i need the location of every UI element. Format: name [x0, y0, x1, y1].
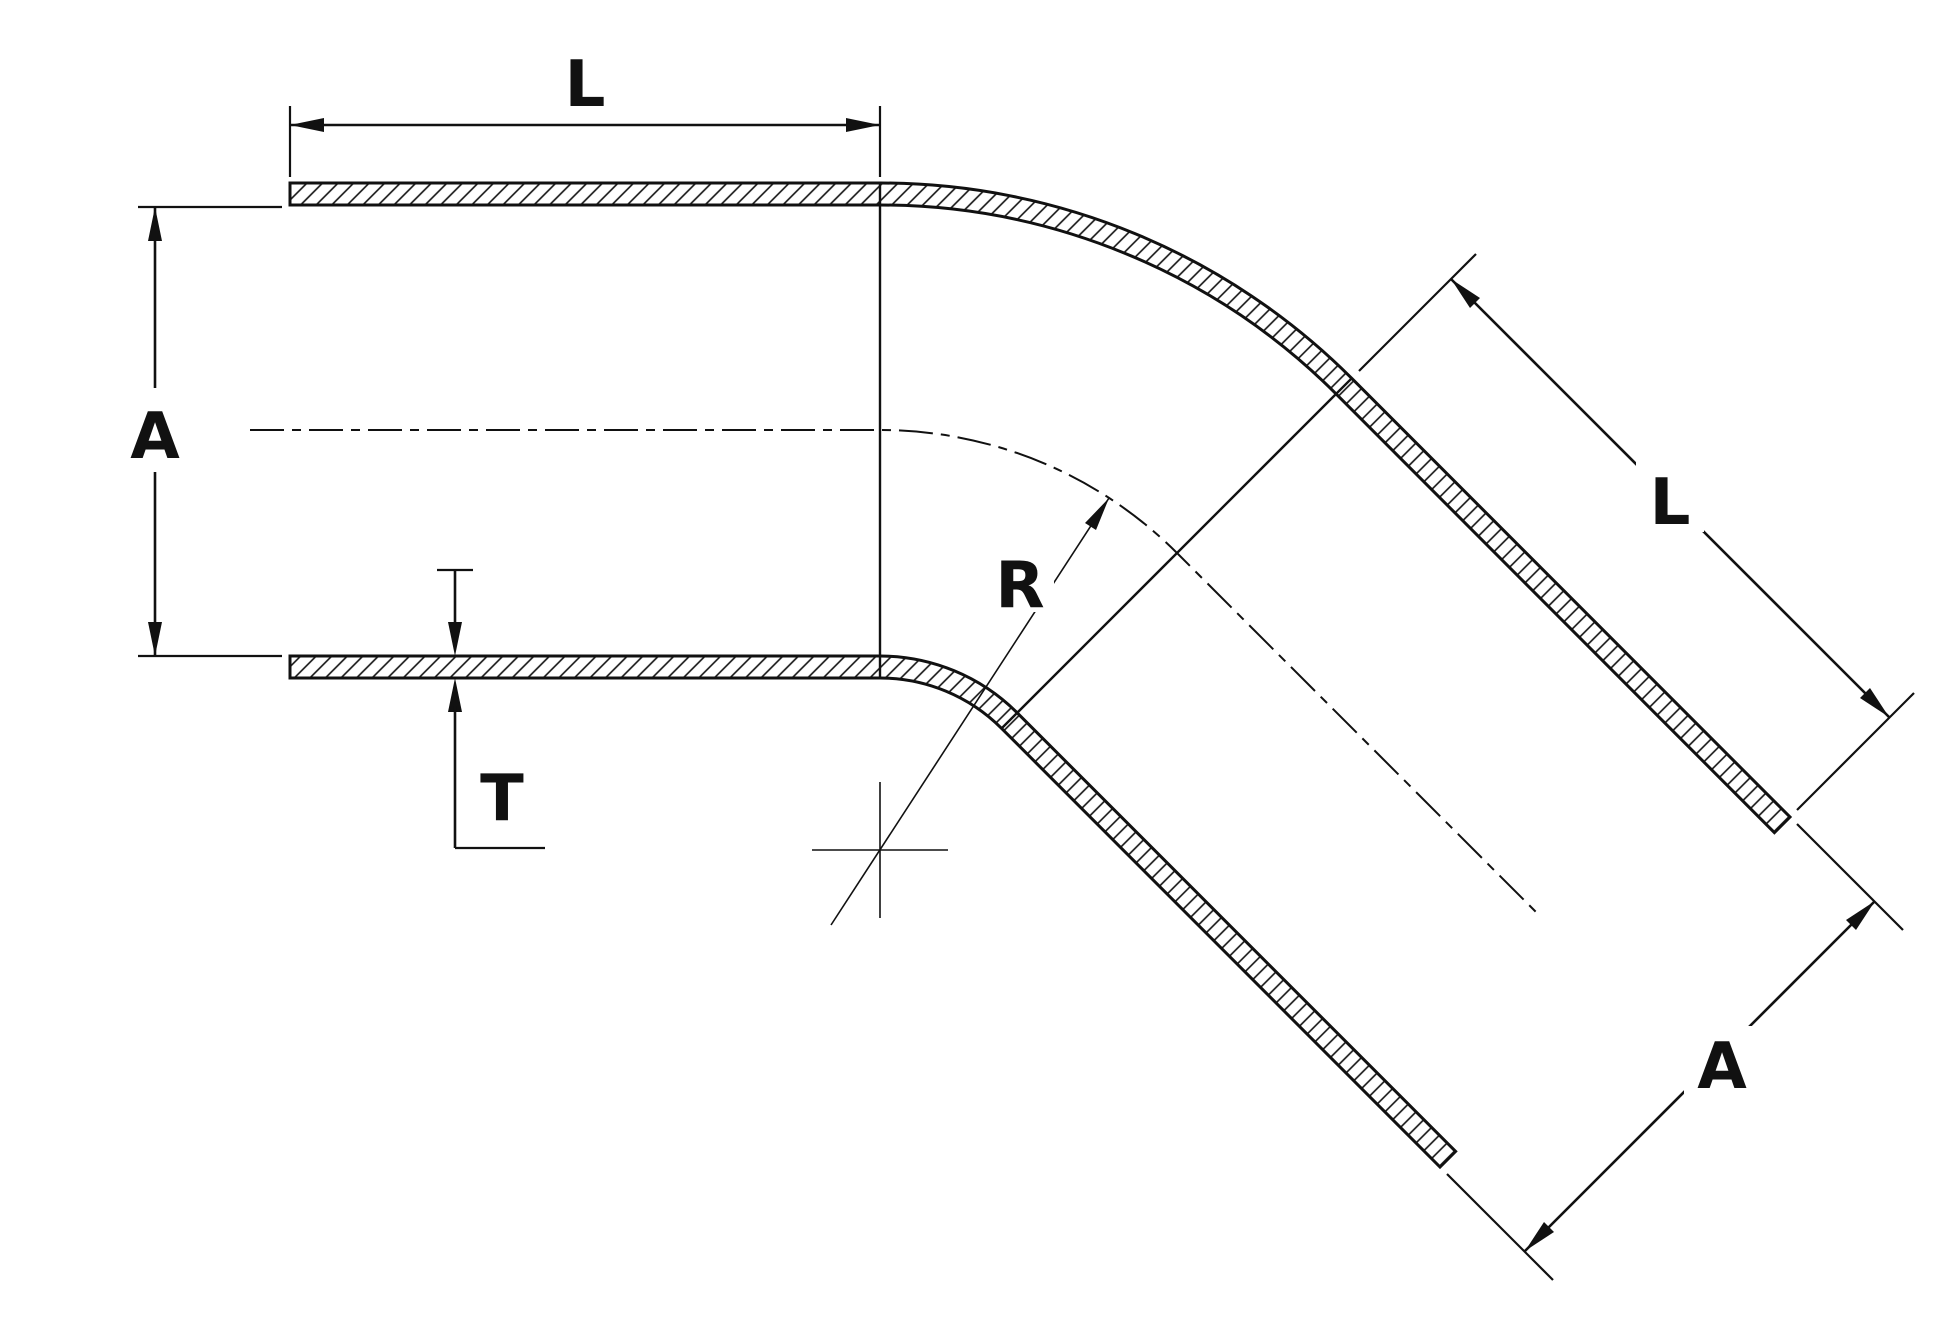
arrowhead-upper [1846, 901, 1875, 930]
dim-label-diameter-end: A [1697, 1030, 1747, 1104]
tube-centerline [250, 429, 1542, 918]
arrowhead-radius [1085, 498, 1109, 530]
arrowhead-left [290, 118, 324, 132]
dim-label-wall-thickness: T [480, 762, 524, 836]
dim-label-length-angled: L [1650, 466, 1691, 540]
arrowhead-down [148, 622, 162, 656]
arrowhead-lower [1860, 688, 1889, 717]
arrowhead-lower [1525, 1222, 1554, 1251]
bend-center-mark [812, 782, 948, 918]
dimension-bend-radius: R [812, 497, 1110, 926]
tube-top-wall [288, 181, 1793, 835]
arrowhead-right [846, 118, 880, 132]
dimension-wall-thickness: T [437, 568, 545, 850]
dimension-angled-leg-length: L [1358, 253, 1915, 811]
arrowhead-upper [1451, 279, 1480, 308]
bend-joint-lines [878, 184, 1353, 730]
arrowhead-up [148, 207, 162, 241]
dimension-inner-diameter-end: A [1446, 823, 1904, 1281]
dim-label-length-top: L [565, 48, 606, 122]
dim-label-diameter-left: A [130, 400, 180, 474]
dim-label-bend-radius: R [995, 549, 1044, 623]
arrowhead-down [448, 622, 462, 656]
dimension-straight-leg-length: L [288, 48, 882, 177]
dimension-inner-diameter-left: A [118, 205, 282, 658]
arrowhead-up [448, 678, 462, 712]
tube-bottom-wall [288, 654, 1458, 1170]
